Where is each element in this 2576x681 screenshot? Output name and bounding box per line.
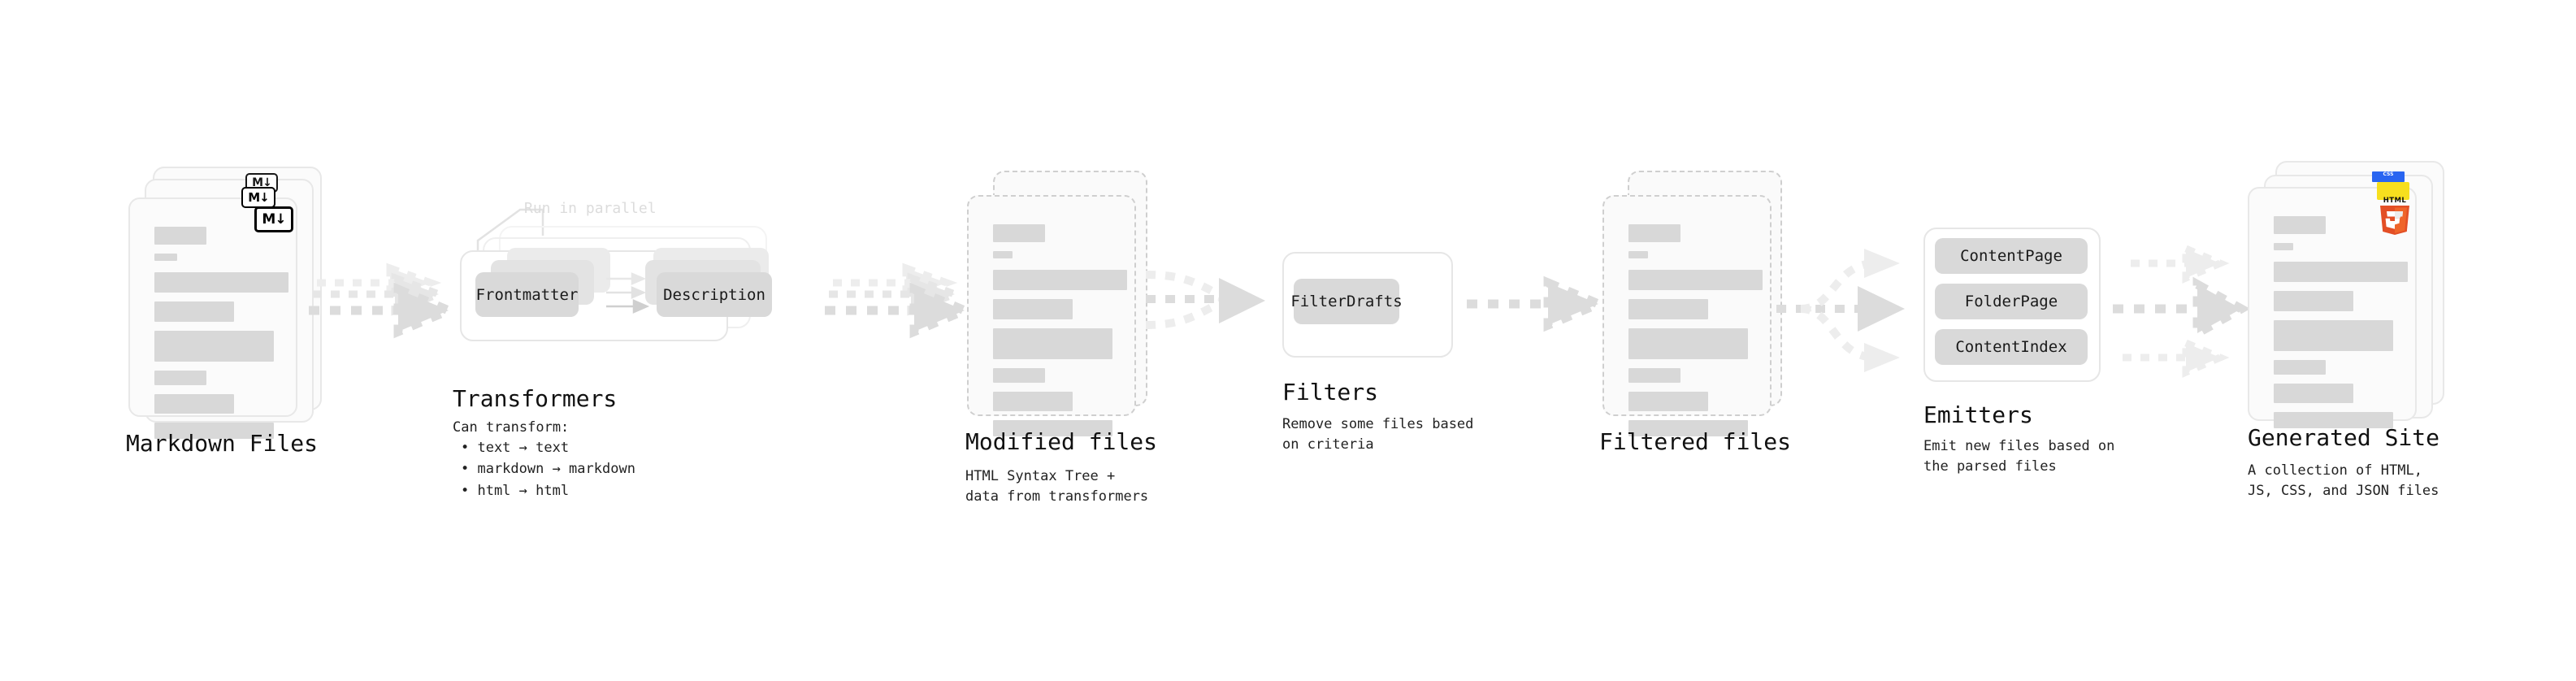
transformers-bullet-2: • html → html: [461, 482, 570, 499]
transformer-chip-description[interactable]: Description: [657, 272, 772, 317]
connector-markdown-to-transformers: [309, 262, 461, 339]
run-in-parallel-bracket: [476, 208, 544, 258]
filters-description: Remove some files based on criteria: [1282, 416, 1474, 453]
transformers-inner-arrows: [606, 272, 650, 314]
transformers-label: Transformers: [453, 385, 618, 412]
site-placeholder-lines: [2274, 216, 2408, 437]
emitters-description: Emit new files based on the parsed files: [1923, 438, 2115, 475]
emitters-label: Emitters: [1923, 401, 2033, 428]
modified-files-description: HTML Syntax Tree + data from transformer…: [965, 468, 1149, 505]
markdown-badge-mid-text: M↓: [248, 189, 269, 205]
modified-card-front: [967, 195, 1136, 436]
markdown-badge-mid: M↓: [241, 187, 275, 208]
markdown-card-front: [128, 197, 297, 439]
transformers-description: Can transform:: [453, 419, 570, 436]
connector-transformers-to-modified: [825, 262, 977, 339]
connector-modified-to-filters: [1145, 271, 1265, 329]
filters-label: Filters: [1282, 379, 1379, 406]
filtered-placeholder-lines: [1628, 224, 1763, 445]
emitter-chip-contentindex[interactable]: ContentIndex: [1935, 329, 2088, 365]
emitter-chip-folderpage-label: FolderPage: [1964, 293, 2058, 310]
run-in-parallel-annotation: Run in parallel: [524, 200, 657, 217]
filtered-card-front: [1602, 195, 1772, 436]
transformers-bullet-1: • markdown → markdown: [461, 461, 635, 478]
generated-site-description: A collection of HTML, JS, CSS, and JSON …: [2248, 462, 2439, 499]
markdown-badge-front-text: M↓: [262, 210, 286, 228]
html5-logo-icon: HTML: [2380, 197, 2409, 235]
connector-emitters-to-site: [2113, 243, 2251, 378]
svg-text:HTML: HTML: [2383, 197, 2407, 205]
css-logo-icon: CSS: [2372, 171, 2405, 182]
emitter-chip-contentpage-label: ContentPage: [1960, 247, 2062, 265]
filter-chip-filterdrafts[interactable]: FilterDrafts: [1290, 279, 1403, 324]
transformer-chip-description-label: Description: [663, 285, 765, 304]
modified-files-label: Modified files: [965, 428, 1158, 455]
markdown-badge-front: M↓: [254, 206, 293, 232]
modified-placeholder-lines: [993, 224, 1127, 445]
transformer-chip-frontmatter[interactable]: Frontmatter: [475, 272, 579, 317]
filter-chip-filterdrafts-label: FilterDrafts: [1290, 293, 1403, 310]
transformers-bullets: • text → text • markdown → markdown • ht…: [461, 437, 635, 501]
markdown-placeholder-lines: [154, 227, 288, 448]
emitter-chip-contentpage[interactable]: ContentPage: [1935, 238, 2088, 274]
transformer-chip-frontmatter-label: Frontmatter: [475, 285, 579, 304]
css-logo-label: CSS: [2383, 171, 2394, 177]
filtered-files-label: Filtered files: [1599, 428, 1792, 455]
emitter-chip-folderpage[interactable]: FolderPage: [1935, 284, 2088, 319]
generated-site-label: Generated Site: [2248, 424, 2440, 451]
markdown-files-label: Markdown Files: [126, 430, 319, 457]
connector-filtered-to-emitters: [1776, 249, 1905, 372]
emitter-chip-contentindex-label: ContentIndex: [1955, 338, 2067, 356]
js-logo-icon: [2377, 182, 2409, 200]
markdown-badge-back-text: M↓: [252, 176, 272, 189]
connector-filters-to-filtered: [1467, 275, 1611, 332]
transformers-bullet-0: • text → text: [461, 440, 570, 456]
